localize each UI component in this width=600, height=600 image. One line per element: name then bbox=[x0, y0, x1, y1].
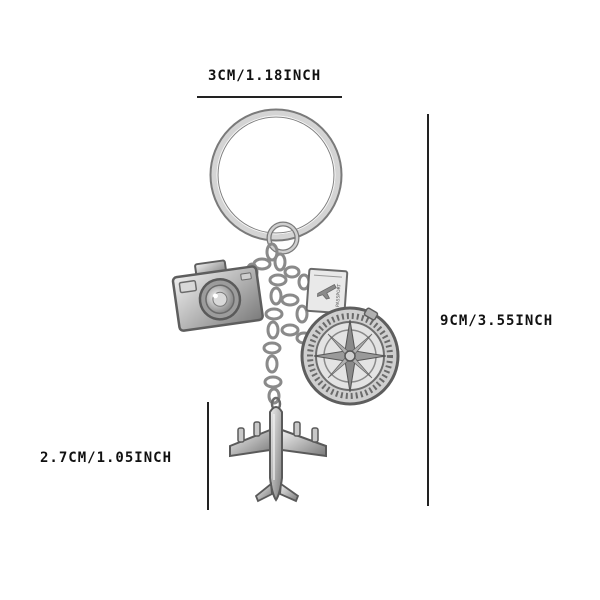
compass-charm-icon bbox=[300, 306, 400, 406]
width-dimension-label: 3CM/1.18INCH bbox=[208, 68, 322, 84]
key-ring-icon bbox=[209, 108, 343, 255]
width-dimension-line bbox=[197, 96, 342, 98]
charm-dimension-label: 2.7CM/1.05INCH bbox=[40, 450, 173, 466]
height-dimension-line bbox=[427, 114, 429, 506]
airplane-charm-icon bbox=[229, 396, 327, 503]
height-dimension-label: 9CM/3.55INCH bbox=[440, 313, 554, 329]
charm-dimension-line bbox=[207, 402, 209, 510]
passport-charm-icon: PASSPORT bbox=[305, 267, 349, 315]
passport-charm-text: PASSPORT bbox=[335, 283, 343, 307]
camera-charm-icon bbox=[171, 259, 264, 332]
